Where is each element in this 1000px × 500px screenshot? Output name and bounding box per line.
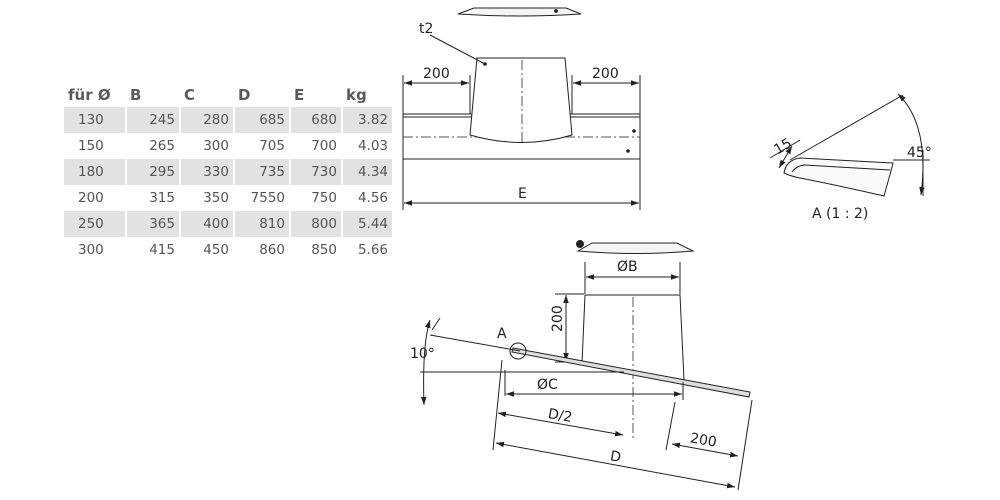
cell-kg: 4.34 (341, 159, 392, 185)
detail-angle-45: 45° (907, 145, 932, 161)
detail-a-view (769, 93, 930, 197)
dim-left-200: 200 (423, 66, 450, 82)
table-row: 130 245 280 685 680 3.82 (64, 107, 392, 133)
cell-d: 810 (233, 211, 290, 237)
cell-c: 400 (179, 211, 234, 237)
cell-kg: 5.66 (341, 237, 392, 263)
cell-d: 705 (233, 133, 290, 159)
cell-diameter: 200 (78, 190, 104, 206)
table-header-row: für Ø B C D E kg (64, 83, 392, 107)
inclined-plate (511, 347, 751, 398)
top-view (402, 7, 641, 210)
cell-d: 7550 (233, 185, 290, 211)
cell-b: 295 (125, 159, 180, 185)
cell-b: 365 (125, 211, 180, 237)
table-row: 200 315 350 7550 750 4.56 (64, 185, 392, 211)
table-row: 180 295 330 735 730 4.34 (64, 159, 392, 185)
table-row: 250 365 400 810 800 5.44 (64, 211, 392, 237)
cell-diameter: 180 (64, 159, 126, 185)
cell-b: 265 (125, 133, 180, 159)
col-header-b: B (130, 86, 142, 104)
cell-e: 680 (289, 107, 342, 133)
cell-e: 750 (289, 185, 342, 211)
cell-d: 735 (233, 159, 290, 185)
label-a-side: A (497, 326, 507, 342)
rain-cap-top (457, 7, 582, 17)
cell-b: 415 (125, 237, 180, 263)
cell-e: 730 (289, 159, 342, 185)
cell-diameter: 300 (78, 242, 104, 258)
dim-c-label: ØC (537, 377, 558, 393)
dim-d-label: D (609, 448, 622, 466)
dim-bottom-200: 200 (689, 430, 718, 450)
dim-right-200: 200 (592, 66, 619, 82)
cell-e: 700 (289, 133, 342, 159)
side-view (420, 240, 753, 491)
cell-e: 800 (289, 211, 342, 237)
col-header-e: E (294, 86, 305, 104)
angle-10: 10° (410, 346, 435, 362)
cell-d: 860 (233, 237, 290, 263)
cell-c: 330 (179, 159, 234, 185)
cell-kg: 4.56 (341, 185, 392, 211)
dim-e-label: E (518, 186, 527, 202)
dim-height-200: 200 (550, 305, 566, 332)
dim-b-label: ØB (617, 259, 638, 275)
col-header-kg: kg (346, 86, 367, 104)
cell-diameter: 150 (78, 138, 104, 154)
cell-kg: 3.82 (341, 107, 392, 133)
rain-cap-side (576, 242, 695, 254)
col-header-diameter: für Ø (68, 86, 111, 104)
cell-d: 685 (233, 107, 290, 133)
detail-caption: A (1 : 2) (812, 206, 868, 222)
cell-kg: 4.03 (341, 133, 392, 159)
cell-c: 350 (179, 185, 234, 211)
detail-a-marker (509, 342, 527, 360)
table-row: 150 265 300 705 700 4.03 (64, 133, 392, 159)
table-row: 300 415 450 860 850 5.66 (64, 237, 392, 263)
detail-dim-15: 15 (771, 135, 794, 158)
cone-body (469, 57, 573, 143)
col-header-d: D (238, 86, 251, 104)
cell-b: 315 (125, 185, 180, 211)
cell-b: 245 (125, 107, 180, 133)
cell-c: 300 (179, 133, 234, 159)
cell-c: 280 (179, 107, 234, 133)
col-header-c: C (184, 86, 196, 104)
cell-diameter: 250 (64, 211, 126, 237)
dim-d2-label: D/2 (547, 406, 574, 426)
dimension-table: für Ø B C D E kg 130 245 280 685 680 3.8… (64, 83, 392, 263)
detail-plate-edge (783, 157, 894, 197)
cell-kg: 5.44 (341, 211, 392, 237)
cell-diameter: 130 (64, 107, 126, 133)
label-t2: t2 (419, 21, 433, 37)
cell-e: 850 (289, 237, 342, 263)
cell-c: 450 (179, 237, 234, 263)
